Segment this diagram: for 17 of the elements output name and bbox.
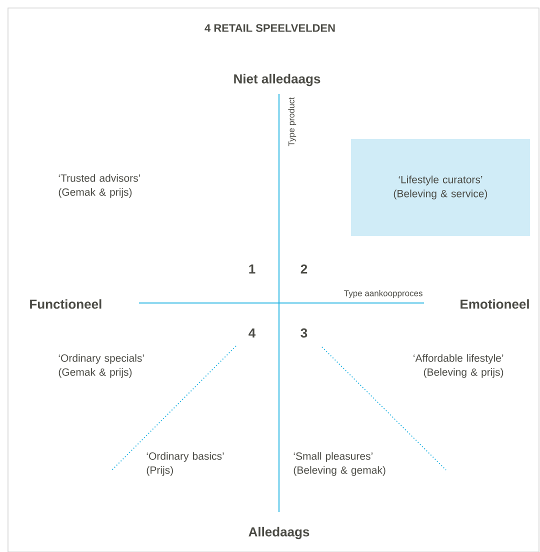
quadrant-number: 2 — [300, 264, 308, 274]
axis-title: Type product — [288, 97, 296, 146]
quadrant-label: ‘Affordable lifestyle’ (Beleving & prijs) — [414, 354, 504, 378]
quadrant-label: ‘Ordinary basics’ (Prijs) — [146, 452, 224, 476]
axis-label: Functioneel — [30, 299, 102, 309]
axis-label: Alledaags — [248, 526, 310, 540]
axis-title: Type aankoopproces — [344, 290, 422, 298]
quadrant-label: ‘Ordinary specials’ (Gemak & prijs) — [58, 354, 144, 378]
axis-label: Niet alledaags — [234, 74, 320, 86]
quadrant-number: 4 — [248, 328, 256, 338]
axis-label: Emotioneel — [460, 299, 529, 309]
quadrant-number: 3 — [300, 328, 308, 338]
quadrant-label: ‘Trusted advisors’ (Gemak & prijs) — [58, 174, 140, 198]
highlight-box: ‘Lifestyle curators’ (Beleving & service) — [351, 139, 530, 236]
quadrant-label: ‘Small pleasures’ (Beleving & gemak) — [294, 452, 386, 476]
quadrant-number: 1 — [249, 264, 256, 274]
title: 4 RETAIL SPEELVELDEN — [204, 24, 335, 32]
